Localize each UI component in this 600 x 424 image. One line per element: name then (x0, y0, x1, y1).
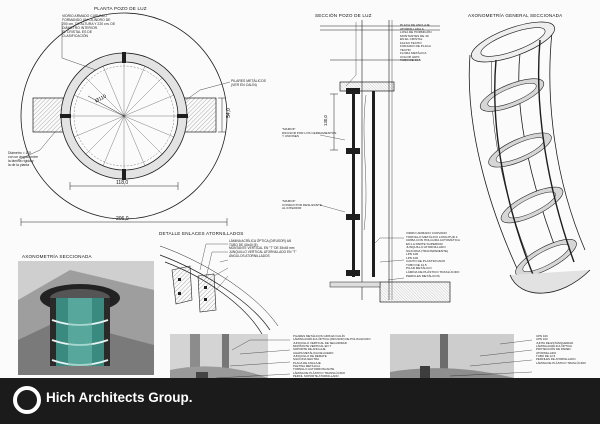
plan-outer-circle (20, 12, 228, 220)
plan-dim-outer: 206,0 (116, 216, 129, 222)
axo-section-title: AXONOMETRÍA SECCIONADA (22, 254, 92, 259)
detail-title: DETALLE ENLACES ATORNILLADOS (159, 231, 244, 236)
bottom-notes-right: UPN 100 UPN 100 JUNTA DE ESTANQUEIDAD LÁ… (536, 334, 586, 365)
brand-banner (0, 378, 600, 424)
section-title: SECCIÓN POZO DE LUZ (315, 13, 372, 18)
plan-dim-inner: 118,0 (116, 180, 129, 186)
section-note-low: "MAMOF" CONDUCTOR DESLIZANTE AL INTERIOR (282, 199, 322, 211)
plan-title: PLANTA POZO DE LUZ (94, 6, 147, 11)
section-note-top: PLACA DE ANCLAJE ATORNILLADA A LOSA DE H… (400, 23, 432, 63)
brand-name: Hich Architects Group. (46, 390, 193, 405)
section-note-right: VIDRIO ARMADO CURVADO TORNILLO METÁLICO … (406, 231, 460, 278)
brand-logo-icon (13, 386, 41, 414)
plan-note-glass: VIDRIO ARMADO CURVADO FORMANDO UN CILIND… (62, 14, 116, 38)
plan-note-pillars: PILARES METÁLICOS (VER EN CALÍN) (231, 79, 266, 87)
bottom-notes-left: PILARES METÁLICOS GRIS EN CALÍN LÁMINA A… (293, 334, 371, 381)
detail-notes: LÁMINA ACRÍLICA ÓPTICA (DIFUSOR) 4/6 TUB… (229, 239, 297, 258)
section-note-mid: "MAMOF" DIFUSOR POR LOS CERRAMIENTOS Y U… (282, 127, 337, 139)
plan-note-diameter: Diámetro = 110 con un ángulo entre la lá… (8, 151, 38, 167)
plan-mullions (60, 52, 188, 180)
axo-general-title: AXONOMETRÍA GENERAL SECCIONADA (468, 13, 563, 18)
plan-dimension-lines (20, 95, 228, 226)
